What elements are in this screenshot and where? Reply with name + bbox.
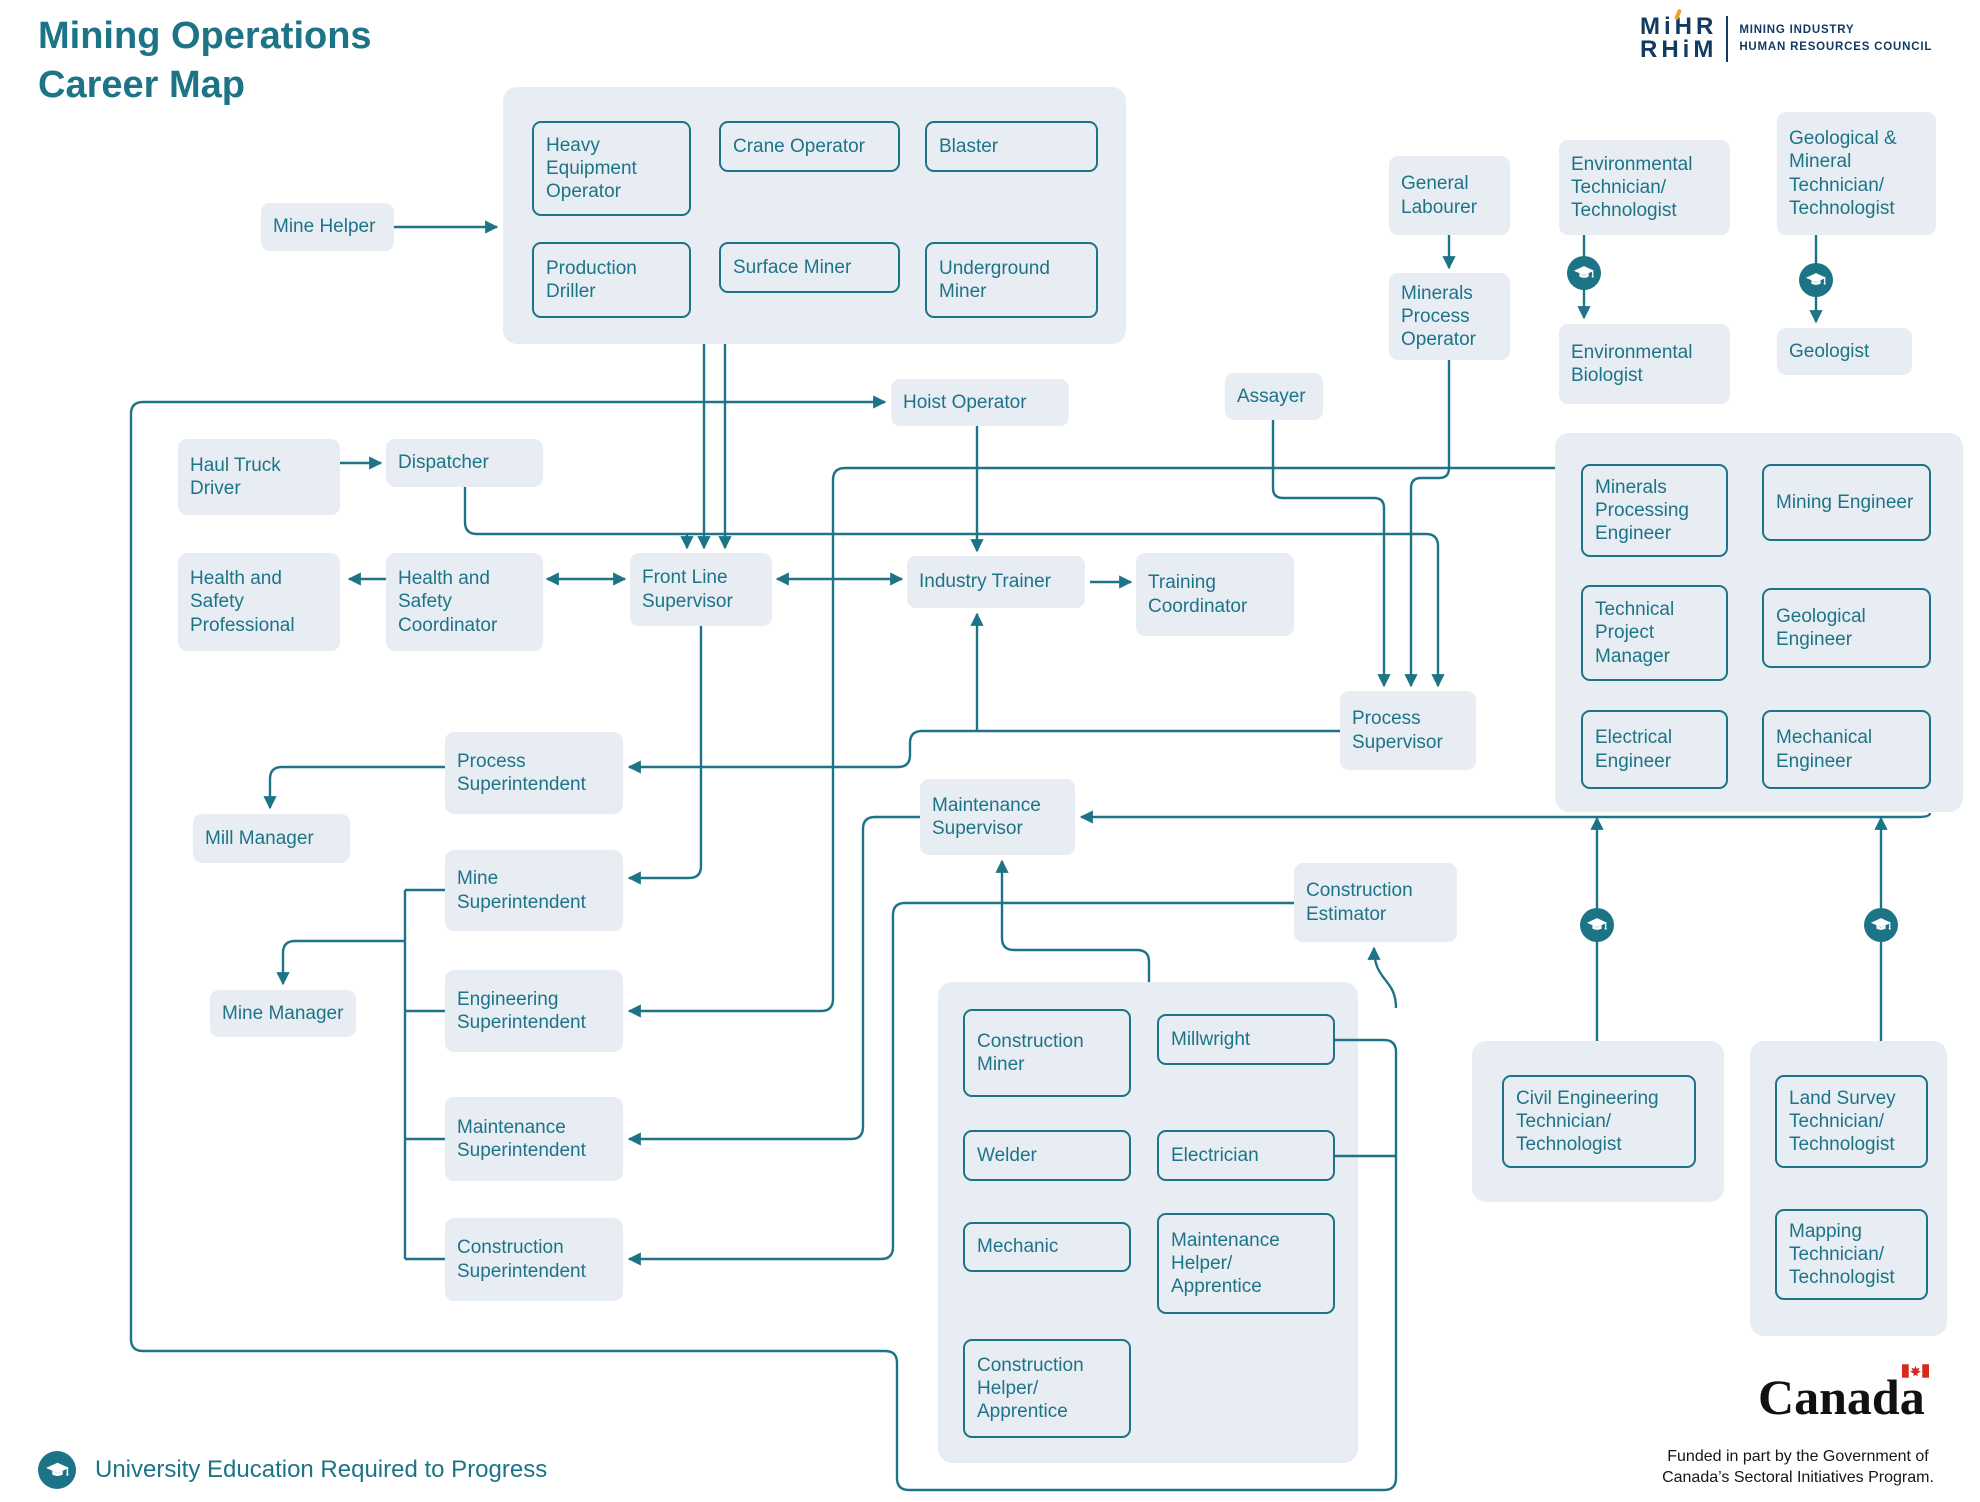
mihr-monogram-line1: MiHR bbox=[1640, 13, 1718, 41]
node-mill-manager: Mill Manager bbox=[193, 814, 350, 863]
edge-maintsupervisor-maintsuper bbox=[627, 815, 920, 1146]
graduation-cap-icon bbox=[1799, 263, 1833, 297]
node-technical-project-manager: Technical Project Manager bbox=[1581, 585, 1728, 681]
node-construction-estimator: Construction Estimator bbox=[1294, 863, 1457, 942]
legend-graduation-cap-icon bbox=[38, 1451, 76, 1489]
node-training-coordinator: Training Coordinator bbox=[1136, 553, 1294, 636]
node-assayer: Assayer bbox=[1225, 373, 1323, 420]
node-process-supervisor: Process Supervisor bbox=[1340, 691, 1476, 770]
node-dispatcher: Dispatcher bbox=[386, 439, 543, 487]
node-mine-helper: Mine Helper bbox=[261, 203, 394, 251]
logo-divider bbox=[1726, 16, 1729, 62]
node-mine-manager: Mine Manager bbox=[210, 990, 356, 1037]
node-front-line-supervisor: Front Line Supervisor bbox=[630, 553, 772, 626]
page-title-line1: Mining Operations bbox=[38, 15, 372, 57]
node-millwright: Millwright bbox=[1157, 1014, 1335, 1065]
node-production-driller: Production Driller bbox=[532, 242, 691, 318]
node-mining-engineer: Mining Engineer bbox=[1762, 464, 1931, 541]
node-general-labourer: General Labourer bbox=[1389, 156, 1510, 235]
node-maintenance-supervisor: Maintenance Supervisor bbox=[920, 779, 1075, 855]
node-surface-miner: Surface Miner bbox=[719, 242, 900, 293]
graduation-cap-icon bbox=[1567, 256, 1601, 290]
node-crane-operator: Crane Operator bbox=[719, 121, 900, 172]
node-electrical-engineer: Electrical Engineer bbox=[1581, 710, 1728, 789]
node-mechanical-engineer: Mechanical Engineer bbox=[1762, 710, 1931, 789]
node-mapping-technician: Mapping Technician/ Technologist bbox=[1775, 1209, 1928, 1300]
node-mechanic: Mechanic bbox=[963, 1222, 1131, 1272]
mihr-monogram: MiHR RHiM bbox=[1640, 8, 1718, 63]
edge-assayer-processsupervisor bbox=[1271, 420, 1391, 688]
node-minerals-processing-engineer: Minerals Processing Engineer bbox=[1581, 464, 1728, 557]
mihr-logo: MiHR RHiM MINING INDUSTRY HUMAN RESOURCE… bbox=[1640, 8, 1932, 63]
mihr-caption-line2: HUMAN RESOURCES COUNCIL bbox=[1739, 41, 1933, 53]
graduation-cap-icon bbox=[1580, 908, 1614, 942]
node-health-safety-coordinator: Health and Safety Coordinator bbox=[386, 553, 543, 651]
node-engineering-superintendent: Engineering Superintendent bbox=[445, 970, 623, 1052]
canada-wordmark: Canada bbox=[1758, 1364, 1929, 1426]
edge-trades-estimator bbox=[1367, 946, 1398, 1009]
node-environmental-biologist: Environmental Biologist bbox=[1559, 324, 1730, 404]
edge-engineers-maintsupervisor bbox=[1079, 810, 1932, 824]
edge-trades-maintsupervisor bbox=[995, 859, 1151, 982]
node-blaster: Blaster bbox=[925, 121, 1098, 172]
edge-mpo-processsupervisor bbox=[1404, 360, 1451, 688]
node-haul-truck-driver: Haul Truck Driver bbox=[178, 439, 340, 515]
node-electrician: Electrician bbox=[1157, 1130, 1335, 1181]
legend-text: University Education Required to Progres… bbox=[95, 1456, 548, 1483]
node-health-safety-professional: Health and Safety Professional bbox=[178, 553, 340, 651]
page-title-line2: Career Map bbox=[38, 63, 245, 106]
canada-wordmark-text: Canada bbox=[1758, 1369, 1925, 1425]
node-maintenance-superintendent: Maintenance Superintendent bbox=[445, 1097, 623, 1181]
mihr-caption-line1: MINING INDUSTRY bbox=[1739, 23, 1855, 36]
funding-note: Funded in part by the Government of Cana… bbox=[1630, 1446, 1966, 1488]
edge-fls-minesuper bbox=[627, 626, 703, 885]
canada-flag-icon bbox=[1901, 1364, 1929, 1378]
node-geological-engineer: Geological Engineer bbox=[1762, 588, 1931, 668]
node-hoist-operator: Hoist Operator bbox=[891, 379, 1069, 426]
node-environmental-technician: Environmental Technician/ Technologist bbox=[1559, 140, 1730, 235]
node-heavy-equipment-operator: Heavy Equipment Operator bbox=[532, 121, 691, 216]
mihr-monogram-line2: RHiM bbox=[1640, 36, 1718, 63]
connector-lines bbox=[129, 220, 1932, 1492]
node-minerals-process-operator: Minerals Process Operator bbox=[1389, 273, 1510, 360]
node-civil-engineering-technician: Civil Engineering Technician/ Technologi… bbox=[1502, 1075, 1696, 1168]
node-process-superintendent: Process Superintendent bbox=[445, 732, 623, 814]
node-maintenance-helper: Maintenance Helper/ Apprentice bbox=[1157, 1213, 1335, 1314]
node-welder: Welder bbox=[963, 1130, 1131, 1181]
funding-note-line1: Funded in part by the Government of bbox=[1667, 1448, 1929, 1465]
edge-bracket-minemanager bbox=[276, 939, 405, 986]
funding-note-line2: Canada’s Sectoral Initiatives Program. bbox=[1662, 1469, 1934, 1487]
graduation-cap-icon bbox=[1864, 908, 1898, 942]
edge-processsuper-millmanager bbox=[263, 765, 445, 810]
node-land-survey-technician: Land Survey Technician/ Technologist bbox=[1775, 1075, 1928, 1168]
node-geological-mineral-technician: Geological & Mineral Technician/ Technol… bbox=[1777, 112, 1936, 235]
node-underground-miner: Underground Miner bbox=[925, 242, 1098, 318]
page-title: Mining Operations Career Map bbox=[38, 12, 372, 109]
edge-engineers-engsuper bbox=[627, 466, 1555, 1018]
node-construction-superintendent: Construction Superintendent bbox=[445, 1218, 623, 1301]
node-construction-helper: Construction Helper/ Apprentice bbox=[963, 1339, 1131, 1438]
node-geologist: Geologist bbox=[1777, 328, 1912, 375]
edge-processsupervisor-processsuper bbox=[627, 729, 1340, 774]
edge-dispatcher-processsupervisor bbox=[463, 487, 1445, 688]
edge-trades-hoist bbox=[129, 395, 1398, 1492]
node-industry-trainer: Industry Trainer bbox=[907, 556, 1085, 608]
node-mine-superintendent: Mine Superintendent bbox=[445, 850, 623, 931]
node-construction-miner: Construction Miner bbox=[963, 1009, 1131, 1097]
edge-estimator-constrsuper bbox=[627, 901, 1294, 1266]
mihr-caption: MINING INDUSTRY HUMAN RESOURCES COUNCIL bbox=[1739, 22, 1932, 57]
